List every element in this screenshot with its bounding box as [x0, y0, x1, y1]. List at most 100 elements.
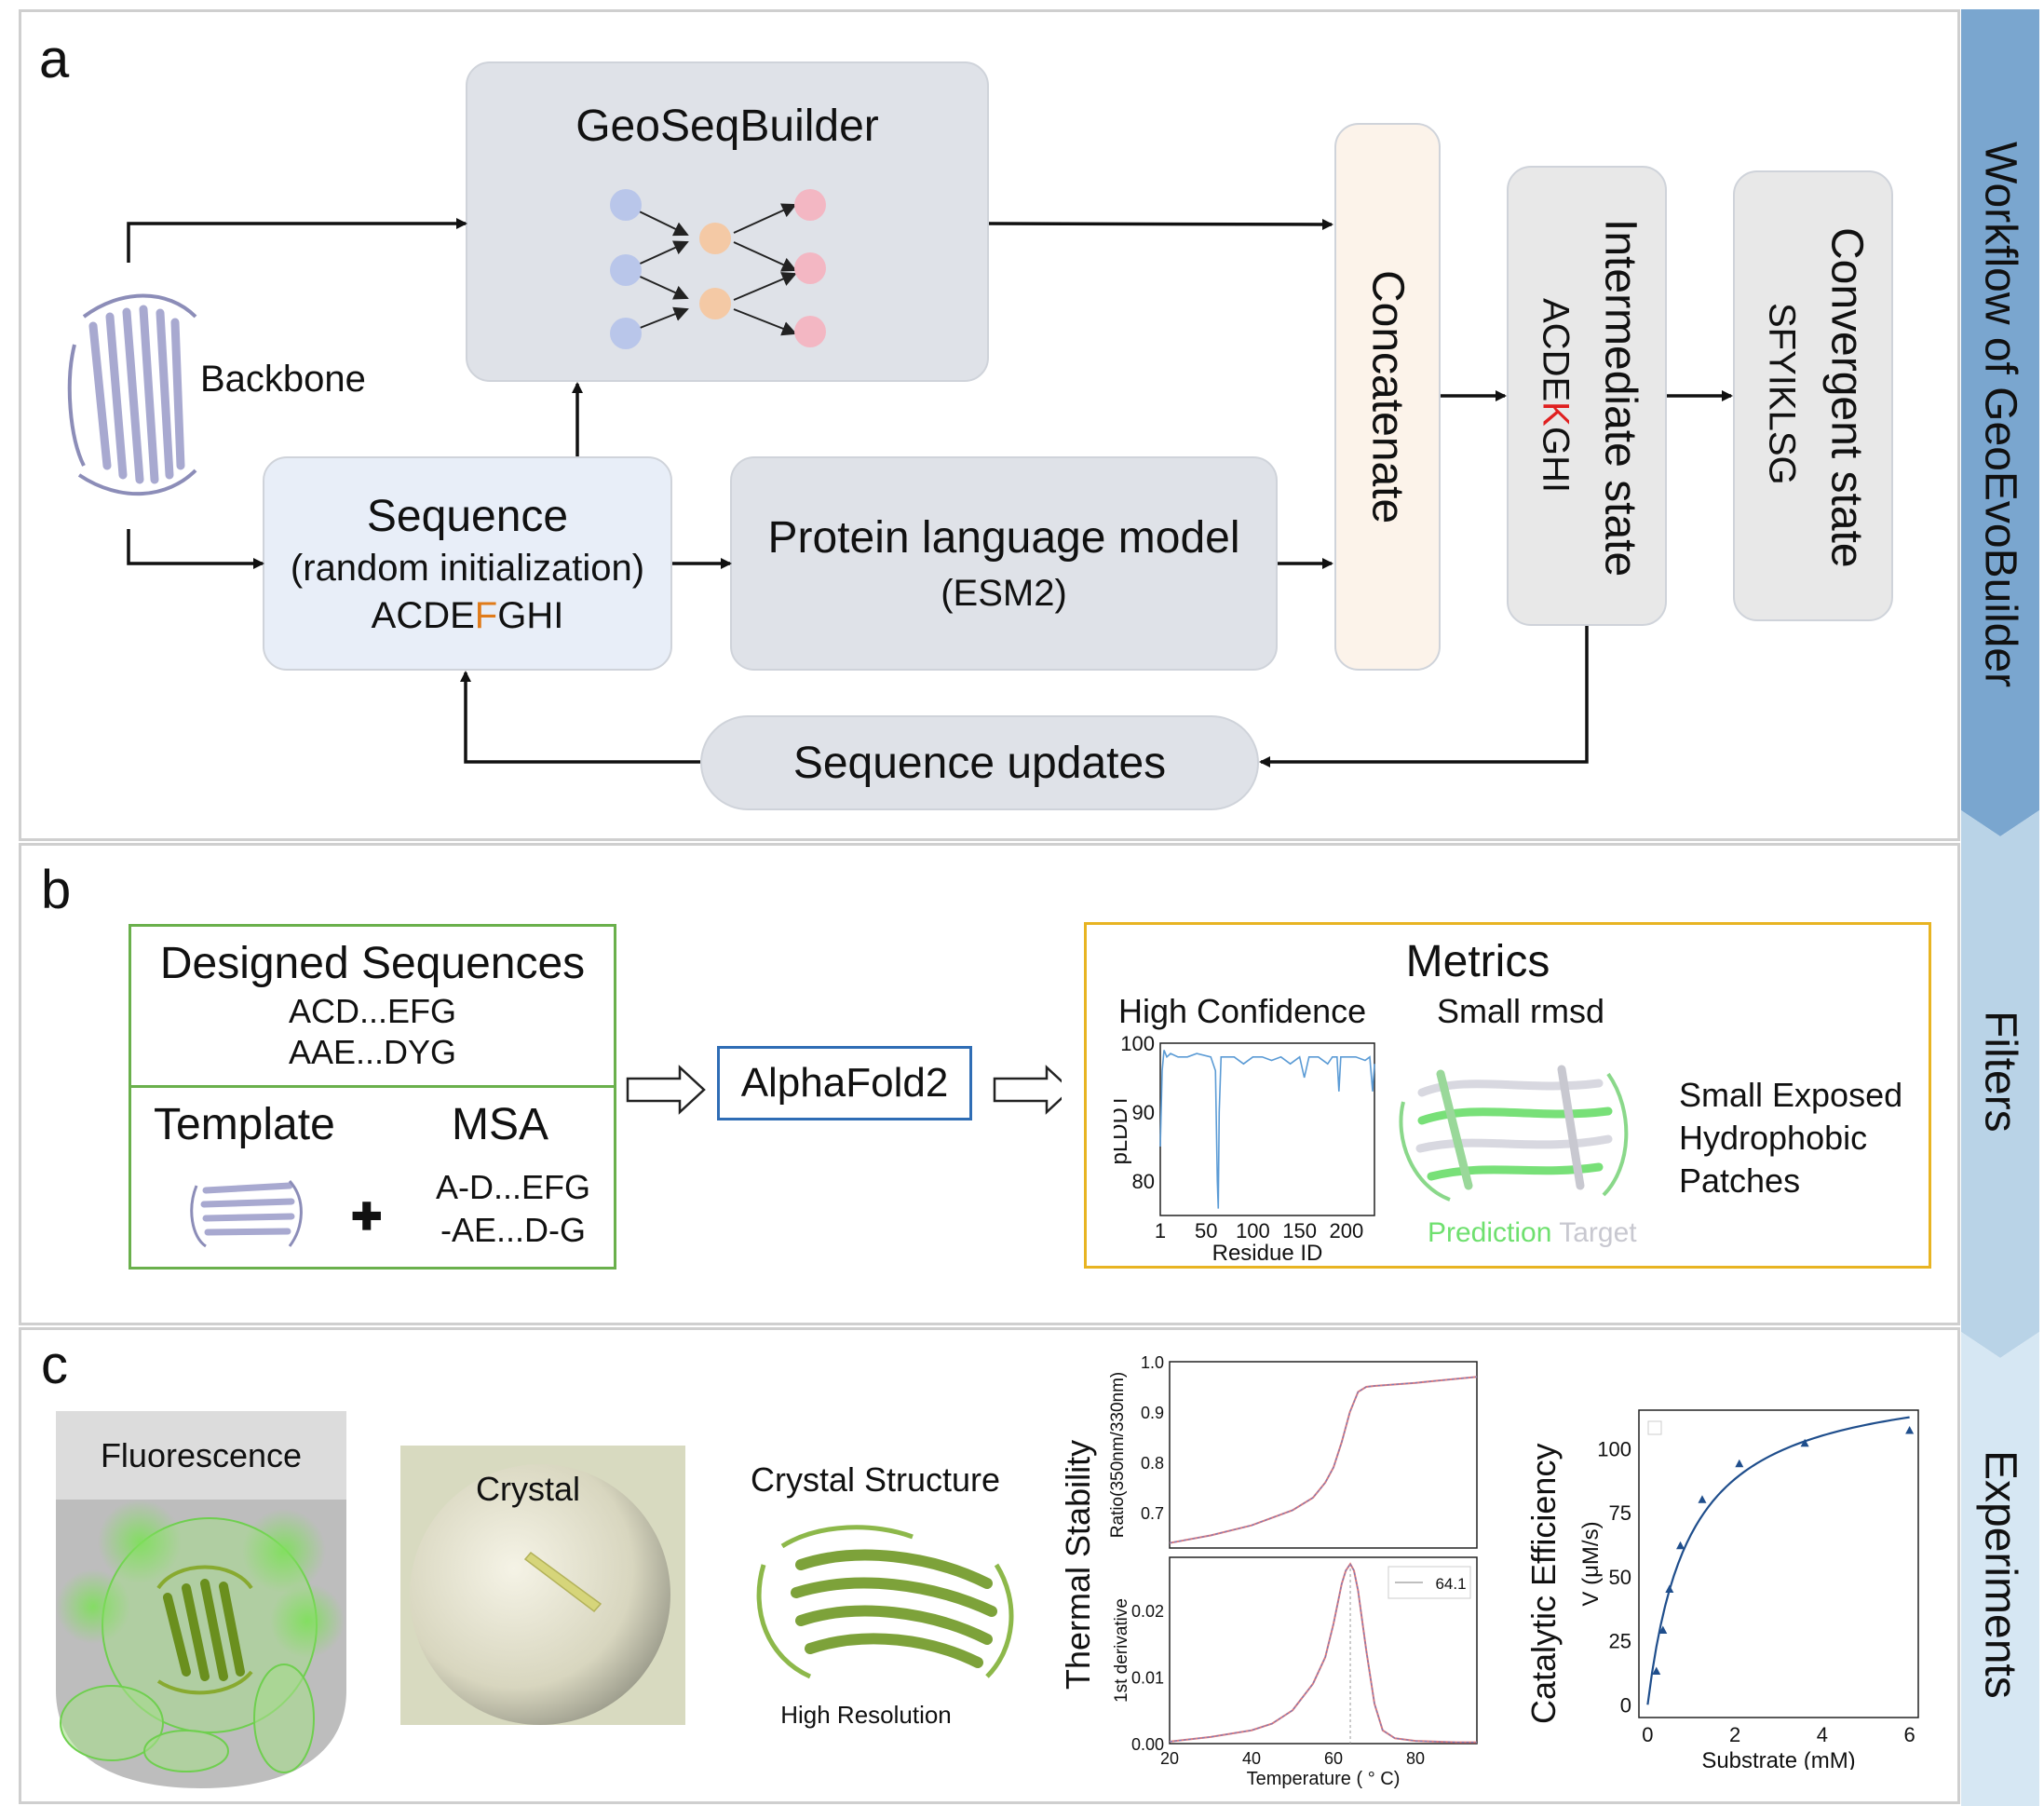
template-msa-box: Template MSA ✚ A-D...EFG -AE...D-G [129, 1085, 616, 1270]
panel-c-label: c [41, 1335, 68, 1395]
plddt-ytick: 90 [1132, 1101, 1155, 1124]
catalytic-efficiency-label: Catalytic Efficiency [1524, 1443, 1563, 1724]
geoseqbuilder-box [466, 61, 989, 382]
sequence-updates-box: Sequence updates [700, 715, 1259, 810]
sequence-subtitle: (random initialization) [290, 547, 645, 589]
ribbon-filters-label: Filters [1975, 1010, 2025, 1133]
plus-icon: ✚ [351, 1197, 383, 1238]
plddt-frame [1159, 1042, 1375, 1216]
designed-sequences-box: Designed Sequences ACD...EFG AAE...DYG [129, 924, 616, 1088]
kinetics-xtick: 6 [1904, 1723, 1915, 1746]
backbone-structure-icon [67, 293, 197, 496]
intermediate-sequence-mutation: K [1535, 401, 1577, 427]
crystal-structure-model [756, 1525, 1014, 1679]
neural-network-icon [610, 189, 826, 349]
convergent-state-title: Convergent state [1821, 227, 1872, 568]
concatenate-box: Concatenate [1334, 123, 1441, 671]
ratio-frame [1169, 1361, 1478, 1549]
kinetics-frame [1638, 1409, 1919, 1718]
kinetics-xtick: 2 [1729, 1723, 1740, 1746]
kinetics-ylabel: V (μM/s) [1578, 1521, 1604, 1606]
kinetics-point [1698, 1495, 1707, 1503]
deriv-ytick: 0.02 [1131, 1602, 1164, 1621]
plddt-line [1159, 1050, 1375, 1209]
plm-subtitle: (ESM2) [941, 573, 1067, 614]
kinetics-point [1658, 1625, 1668, 1634]
initial-sequence-mutation: F [474, 594, 498, 636]
kinetics-point [1800, 1438, 1809, 1447]
msa-title: MSA [452, 1100, 549, 1149]
deriv-ytick: 0.01 [1131, 1669, 1164, 1688]
high-confidence-label: High Confidence [1118, 992, 1367, 1030]
alphafold-arrows [626, 1065, 1062, 1115]
alphafold2-box: AlphaFold2 [717, 1046, 972, 1120]
plddt-ytick: 80 [1132, 1170, 1155, 1193]
designed-seq-2: AAE...DYG [288, 1033, 457, 1071]
plddt-xtick: 100 [1236, 1219, 1270, 1242]
crystal-photo [400, 1446, 685, 1725]
deriv-frame [1169, 1556, 1478, 1745]
kinetics-point [1905, 1426, 1915, 1434]
msa-row-2: -AE...D-G [440, 1211, 586, 1249]
fluorescence-label: Fluorescence [100, 1436, 303, 1474]
template-title: Template [154, 1100, 335, 1149]
deriv-line-2 [1169, 1562, 1477, 1744]
ratio-ytick: 0.8 [1141, 1454, 1164, 1473]
deriv-ytick: 0.00 [1131, 1735, 1164, 1754]
plm-title: Protein language model [767, 513, 1240, 563]
metrics-box: Metrics High Confidence Small rmsd Small… [1084, 922, 1931, 1269]
kinetics-point [1665, 1584, 1674, 1593]
ribbon-filters [1961, 810, 2039, 1358]
exposed-line-3: Patches [1679, 1161, 1801, 1200]
intermediate-sequence-prefix: ACDE [1535, 298, 1577, 402]
prediction-label: Prediction [1428, 1217, 1552, 1248]
kinetics-point [1652, 1666, 1661, 1675]
deriv-xlabel: Temperature ( ° C) [1247, 1769, 1401, 1789]
exposed-line-2: Hydrophobic [1679, 1119, 1868, 1157]
convergent-sequence: SFYIKLSG [1761, 303, 1803, 485]
fluorescence-illustration [56, 1411, 346, 1788]
kinetics-legend-box [1647, 1420, 1662, 1435]
ratio-ytick: 1.0 [1141, 1353, 1164, 1372]
initial-sequence: ACDEFGHI [372, 595, 564, 637]
plddt-xtick: 200 [1330, 1219, 1364, 1242]
intermediate-sequence-suffix: GHI [1535, 426, 1577, 493]
ribbon-workflow [1961, 9, 2039, 836]
convergent-state-box: Convergent state SFYIKLSG [1733, 170, 1893, 621]
high-resolution-label: High Resolution [780, 1701, 952, 1729]
exposed-patches-label: Small Exposed Hydrophobic Patches [1679, 1074, 1902, 1202]
deriv-xtick: 40 [1242, 1749, 1261, 1768]
kinetics-ytick: 0 [1620, 1693, 1631, 1717]
crystal-label: Crystal [475, 1470, 580, 1508]
kinetics-ytick: 50 [1609, 1566, 1631, 1589]
ratio-line-2 [1169, 1376, 1478, 1544]
kinetics-fit-line [1646, 1416, 1910, 1705]
msa-row-1: A-D...EFG [435, 1168, 590, 1206]
prediction-legend: Prediction Target [1428, 1217, 1637, 1249]
kinetics-point [1676, 1541, 1685, 1550]
hollow-arrow-in [626, 1065, 706, 1115]
designed-seq-1: ACD...EFG [288, 992, 457, 1030]
kinetics-xtick: 4 [1817, 1723, 1828, 1746]
small-rmsd-label: Small rmsd [1437, 992, 1605, 1030]
kinetics-ytick: 75 [1609, 1501, 1631, 1525]
sequence-box: Sequence (random initialization) ACDEFGH… [263, 456, 672, 671]
thermal-stability-label: Thermal Stability [1059, 1439, 1097, 1691]
plddt-xtick: 1 [1155, 1219, 1166, 1242]
plddt-xtick: 50 [1195, 1219, 1217, 1242]
side-ribbon [1961, 9, 2039, 1806]
initial-sequence-suffix: GHI [497, 594, 564, 636]
crystal-structure-label: Crystal Structure [750, 1460, 1001, 1499]
deriv-xtick: 80 [1406, 1749, 1425, 1768]
deriv-ylabel: 1st derivative [1112, 1598, 1131, 1703]
crystal-drop [410, 1464, 670, 1725]
plddt-ytick: 100 [1120, 1032, 1155, 1055]
intermediate-state-title: Intermediate state [1595, 218, 1645, 577]
kinetics-xlabel: Substrate (mM) [1701, 1748, 1855, 1770]
deriv-legend-label: 64.1 [1435, 1575, 1466, 1593]
rmsd-overlay-structure [1399, 1065, 1629, 1202]
